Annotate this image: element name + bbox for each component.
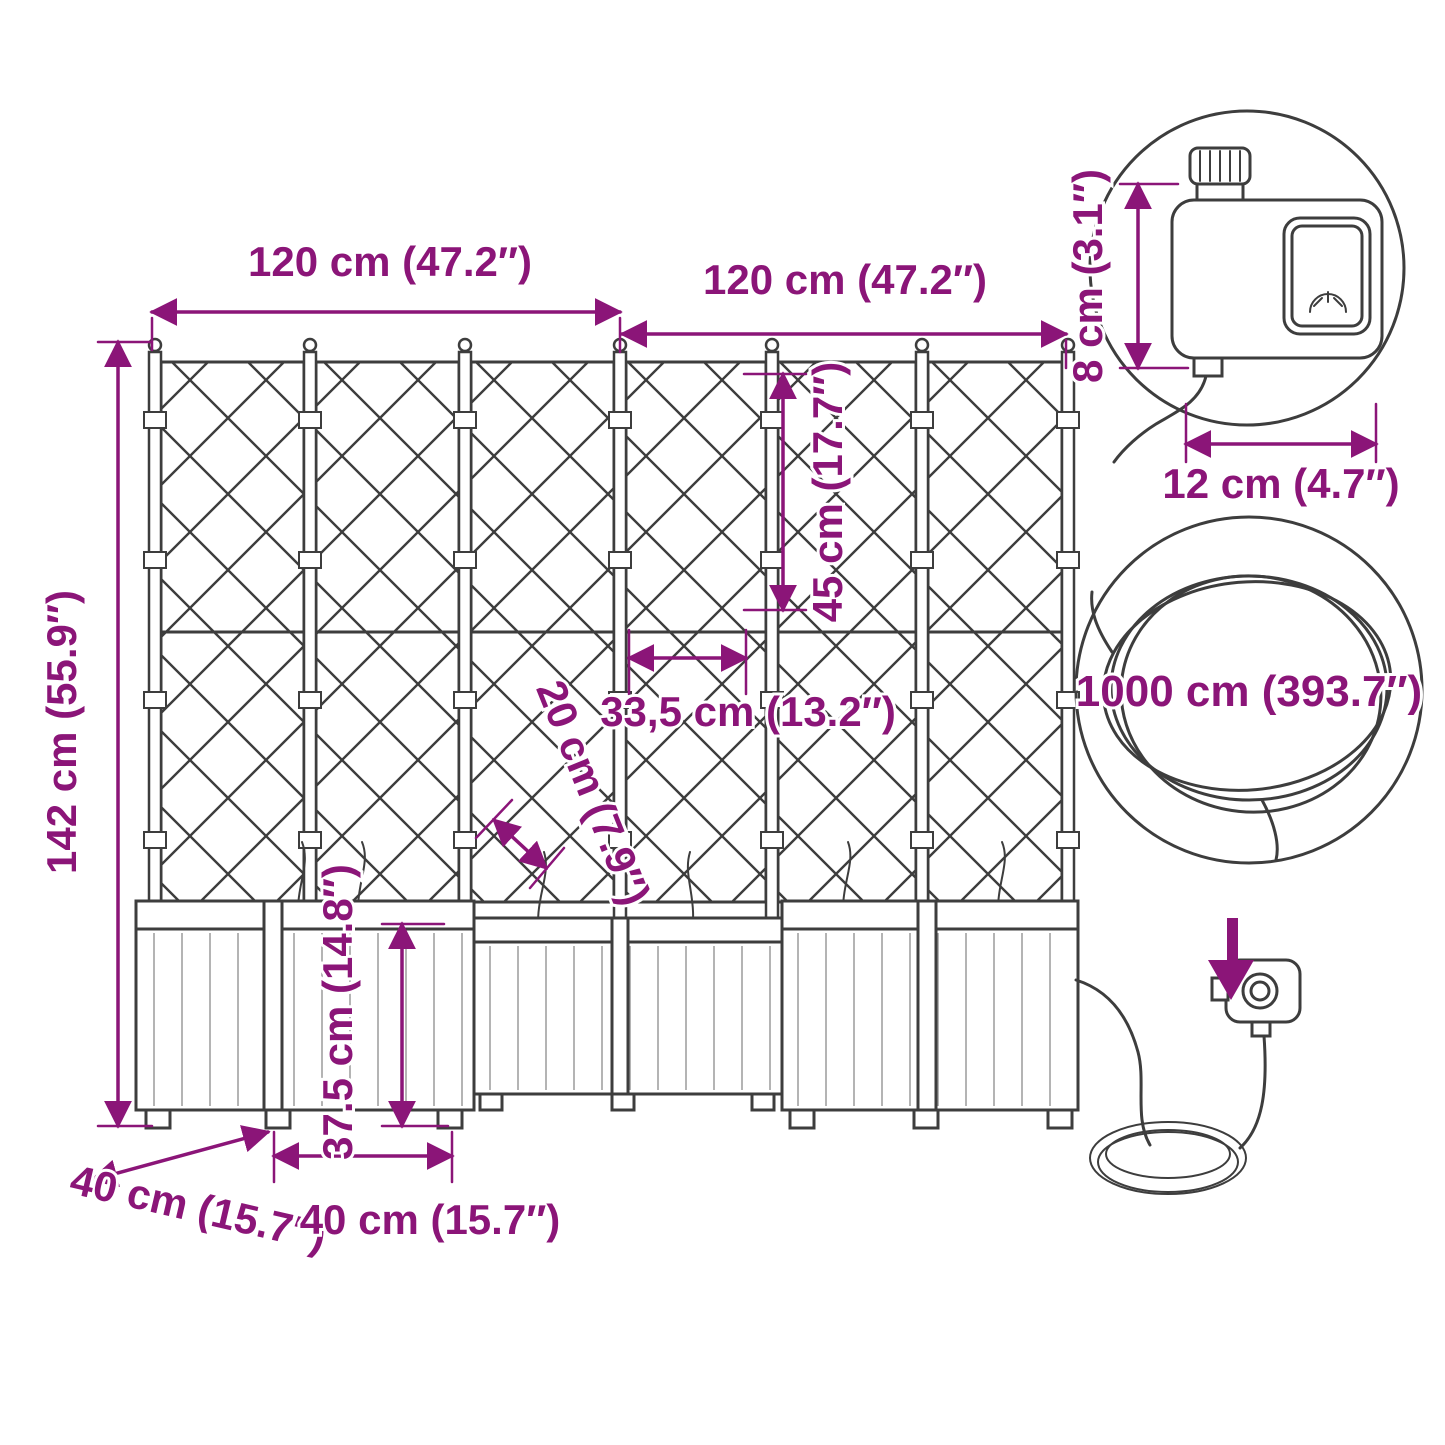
dim-label-width-right: 120 cm (47.2″) bbox=[703, 256, 987, 303]
dim-label-hose-length: 1000 cm (393.7″) bbox=[1076, 667, 1422, 716]
dim-label-timer-height: 8 cm (3.1″) bbox=[1064, 169, 1111, 383]
dim-label-timer-width: 12 cm (4.7″) bbox=[1162, 460, 1399, 507]
planter-middle bbox=[472, 916, 784, 1112]
dim-label-width-left: 120 cm (47.2″) bbox=[248, 238, 532, 285]
dim-label-planter-height: 37.5 cm (14.8″) bbox=[314, 864, 361, 1160]
planter-feet bbox=[478, 1092, 776, 1112]
dim-label-depth-front: 40 cm (15.7″) bbox=[300, 1196, 561, 1243]
planter-left bbox=[134, 899, 476, 1130]
callout-hose bbox=[1074, 515, 1424, 865]
dim-label-depth-side: 40 cm (15.7″) bbox=[66, 1156, 330, 1260]
planter-feet bbox=[788, 1108, 1074, 1130]
planter-feet bbox=[144, 1108, 464, 1130]
dimension-lines bbox=[89, 181, 1379, 1187]
dim-label-trellis-height: 45 cm (17.7″) bbox=[804, 362, 851, 623]
callout-timer bbox=[1088, 109, 1406, 464]
water-timer-zoom bbox=[1112, 146, 1384, 464]
planter-right bbox=[780, 899, 1080, 1130]
hose-coil-small bbox=[1089, 1121, 1247, 1195]
pointer-arrow bbox=[1208, 918, 1254, 1000]
dim-label-inner-width: 33,5 cm (13.2″) bbox=[600, 688, 896, 735]
hose-coil-zoom bbox=[1090, 574, 1393, 862]
hose-to-timer bbox=[1074, 978, 1267, 1195]
trellis-panels bbox=[159, 360, 1064, 904]
dim-label-height-total: 142 cm (55.9″) bbox=[38, 590, 85, 874]
